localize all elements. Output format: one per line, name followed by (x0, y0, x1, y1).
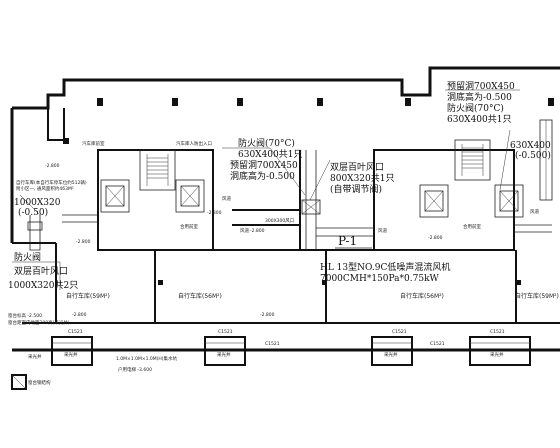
interior-walls (55, 149, 517, 323)
c1521-2: C1521 (218, 329, 233, 335)
sump-note: 1.0M×1.0M×1.0M(H)集水坑 (116, 355, 178, 362)
reserved-hole-elev-center: 洞底高为-0.500 (230, 170, 295, 182)
well-label-2: 采光井 (217, 351, 231, 358)
right-duct-size: 630X400 (510, 141, 551, 151)
stair-right: 汽车库人防出入口 (176, 140, 212, 147)
fan-spec-2: 7000CMH*150Pa*0.75kW (320, 274, 440, 284)
c1521-1: C1521 (68, 329, 83, 335)
well-label-3: 采光井 (384, 351, 398, 358)
elev-3600: 户用电梯 -3.600 (118, 366, 152, 373)
lower-left-3: 采光井 (28, 353, 42, 360)
left-duct-elev: (-0.50) (18, 207, 48, 218)
left-louver: 双层百叶风口 (14, 266, 68, 277)
elev-g: -2.800 (260, 312, 275, 318)
left-note-1: 自行车库(本自行车停车位约512辆) (16, 179, 87, 186)
elev-b: -2.800 (76, 239, 91, 245)
shaft-2: 风道 (240, 227, 249, 234)
room-59-right: 自行车库(59M²) (515, 292, 559, 300)
elev-e: -2.800 (250, 228, 265, 234)
louver-center-size: 800X320共1只 (330, 173, 395, 184)
right-fire-valve-size: 630X400共1只 (447, 114, 512, 125)
room-mech-2: 合用前室 (463, 223, 481, 230)
right-fire-valve: 防火阀(70°C) (447, 102, 504, 114)
louver-center-note: (自带调节阀) (330, 183, 382, 195)
corridor-note: 300X300风口 (265, 218, 294, 224)
lower-left-4: 窗台钢结构 (28, 379, 51, 386)
shaft-4: 风道 (378, 227, 387, 234)
stair-left: 汽车库前室 (82, 140, 105, 147)
shaft-1: 风道 (222, 195, 231, 202)
shaft-3: 风道 (530, 208, 539, 215)
c1521-3: C1521 (265, 341, 280, 347)
c1521-4: C1521 (392, 329, 407, 335)
ductwork (27, 119, 553, 251)
left-core (100, 149, 205, 213)
well-label-1: 采光井 (64, 351, 78, 358)
louver-center: 双层百叶风口 (330, 162, 384, 173)
right-reserved-hole: 预留洞700X450 (447, 80, 515, 92)
columns (63, 98, 554, 285)
fan-spec-1: HL 13型NO.9C低噪声混流风机 (320, 261, 450, 273)
fire-valve-size-center: 630X400共1只 (238, 149, 303, 160)
room-59-left: 自行车库(59M²) (66, 292, 110, 300)
outer-walls (10, 66, 560, 352)
fire-valve-label-center: 防火阀(70°C) (238, 137, 295, 149)
right-reserved-hole-elev: 洞底高为-0.500 (447, 91, 512, 103)
right-core (419, 139, 524, 218)
leader-lines (12, 89, 520, 290)
window-wells (11, 336, 531, 390)
right-duct-elev: (-0.500) (515, 150, 551, 161)
left-fire-valve: 防火阀 (14, 251, 41, 263)
text-labels: 防火阀(70°C) 630X400共1只 预留洞700X450 洞底高为-0.5… (8, 80, 559, 386)
room-56-right: 自行车库(56M²) (400, 292, 444, 300)
c1521-6: C1521 (490, 329, 505, 335)
well-label-4: 采光井 (490, 351, 504, 358)
elev-a: -2.800 (45, 163, 60, 169)
c1521-5: C1521 (430, 341, 445, 347)
lower-left-2: 窗台距室内地面300高(采光井) (8, 319, 70, 326)
elev-d: -2.800 (428, 235, 443, 241)
p1-label: P-1 (338, 234, 357, 248)
left-note-2: 附小区一, 通风面积约463M² (16, 185, 74, 192)
left-duct-size: 1000X320 (14, 198, 61, 208)
reserved-hole-center: 预留洞700X450 (230, 159, 298, 171)
room-56-left: 自行车库(56M²) (178, 292, 222, 300)
room-mech-1: 合用前室 (180, 223, 198, 230)
lower-left-1: 窗台标高 -2.500 (8, 312, 42, 319)
elev-c: -2.800 (207, 210, 222, 216)
left-louver-size: 1000X320共2只 (8, 280, 78, 291)
elev-f: -2.800 (72, 312, 87, 318)
